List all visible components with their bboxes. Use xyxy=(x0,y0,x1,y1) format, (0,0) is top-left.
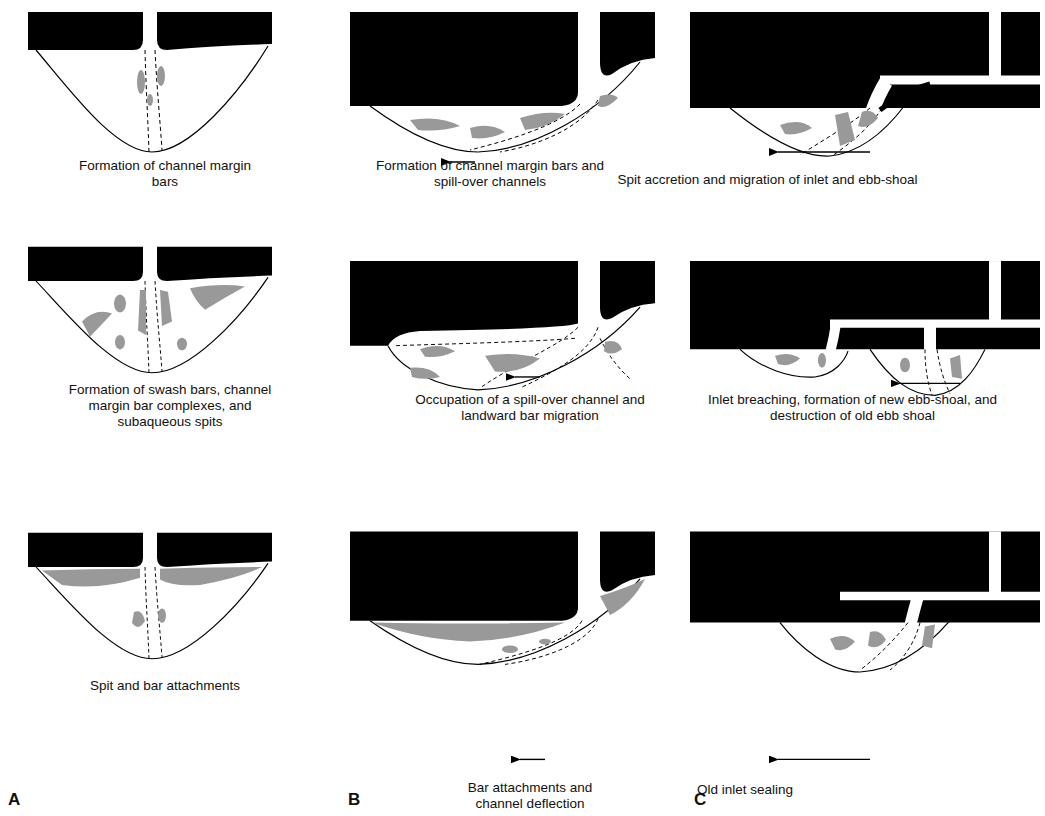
panel-b1 xyxy=(350,12,655,162)
panel-caption: Formation of channel margin bars and spi… xyxy=(365,158,615,190)
panel-caption: Old inlet sealing xyxy=(645,782,845,798)
panel-b2 xyxy=(350,261,655,390)
panel-c2 xyxy=(690,261,1040,395)
panel-caption: Spit accretion and migration of inlet an… xyxy=(595,172,940,188)
panel-b3 xyxy=(350,531,655,759)
panel-caption: Occupation of a spill-over channel and l… xyxy=(395,392,665,424)
panel-letter: C xyxy=(694,790,706,810)
panel-caption: Formation of channel margin bars xyxy=(70,158,260,190)
panel-letter: A xyxy=(8,790,20,810)
panel-caption: Formation of swash bars, channel margin … xyxy=(50,382,290,430)
panel-caption: Bar attachments and channel deflection xyxy=(450,780,610,812)
panel-a3 xyxy=(28,533,272,659)
panel-c1 xyxy=(690,12,1040,156)
panel-caption: Spit and bar attachments xyxy=(60,678,270,694)
panel-letter: B xyxy=(348,790,360,810)
panel-a1 xyxy=(28,12,272,152)
panel-a2 xyxy=(28,247,272,373)
panel-caption: Inlet breaching, formation of new ebb-sh… xyxy=(690,392,1015,424)
panel-c3 xyxy=(690,531,1040,759)
